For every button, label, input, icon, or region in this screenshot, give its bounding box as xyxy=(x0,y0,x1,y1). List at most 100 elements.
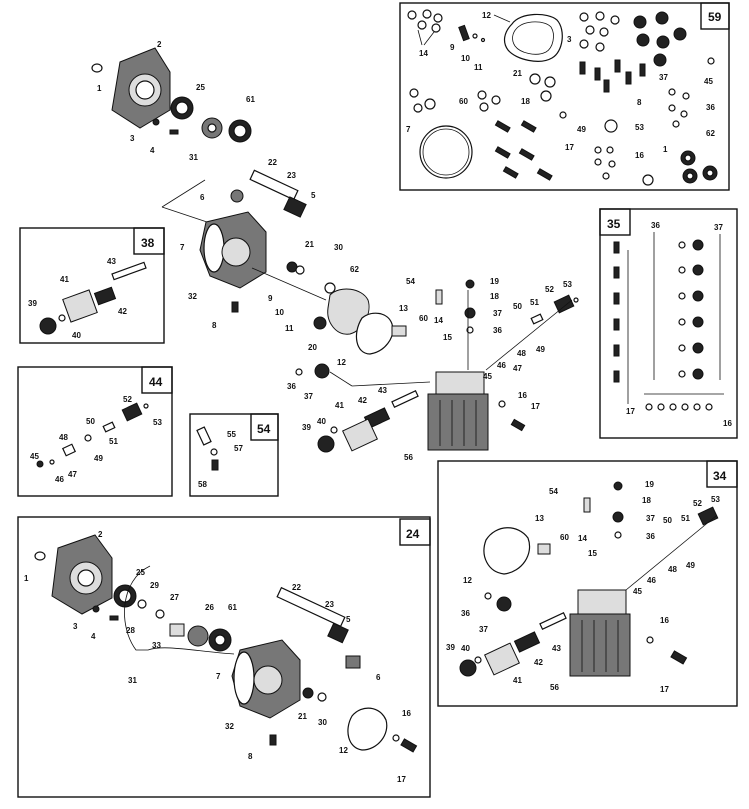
label-35-17: 17 xyxy=(626,407,635,416)
label-59-21: 21 xyxy=(513,69,522,78)
label-34-40: 40 xyxy=(461,644,470,653)
label-40: 40 xyxy=(317,417,326,426)
label-34-39: 39 xyxy=(446,643,455,652)
label-34-51: 51 xyxy=(681,514,690,523)
label-21: 21 xyxy=(305,240,314,249)
label-62: 62 xyxy=(350,265,359,274)
label-50: 50 xyxy=(513,302,522,311)
label-24-33: 33 xyxy=(152,641,161,650)
label-24-1: 1 xyxy=(24,574,29,583)
label-24-7: 7 xyxy=(216,672,221,681)
label-42: 42 xyxy=(358,396,367,405)
label-48: 48 xyxy=(517,349,526,358)
label-49: 49 xyxy=(536,345,545,354)
label-34-52: 52 xyxy=(693,499,702,508)
main-drive-assembly: 1 2 3 4 25 31 61 22 23 5 6 7 32 8 21 30 … xyxy=(91,40,431,401)
label-4: 4 xyxy=(150,146,155,155)
inset-kit-35: 35 36 37 17 16 xyxy=(599,208,738,439)
label-5: 5 xyxy=(311,191,316,200)
label-34-48: 48 xyxy=(668,565,677,574)
inset-tag-44: 44 xyxy=(149,375,163,389)
label-9: 9 xyxy=(268,294,273,303)
label-61: 61 xyxy=(246,95,255,104)
label-7: 7 xyxy=(180,243,185,252)
inset-kit-24: 24 1 2 25 29 27 28 3 4 33 26 61 31 22 23… xyxy=(17,516,431,798)
label-36b: 36 xyxy=(493,326,502,335)
label-13: 13 xyxy=(399,304,408,313)
label-34-43: 43 xyxy=(552,644,561,653)
inset-kit-54: 54 55 57 58 xyxy=(189,413,279,497)
inset-tag-38: 38 xyxy=(141,236,155,250)
label-16: 16 xyxy=(518,391,527,400)
label-24-16: 16 xyxy=(402,709,411,718)
label-34-37: 37 xyxy=(646,514,655,523)
label-34-19: 19 xyxy=(645,480,654,489)
label-59-1: 1 xyxy=(663,145,668,154)
label-36: 36 xyxy=(287,382,296,391)
label-34-14: 14 xyxy=(578,534,587,543)
label-6: 6 xyxy=(200,193,205,202)
label-59-45: 45 xyxy=(704,77,713,86)
label-38-39: 39 xyxy=(28,299,37,308)
label-59-60: 60 xyxy=(459,97,468,106)
label-44-50: 50 xyxy=(86,417,95,426)
label-37b: 37 xyxy=(493,309,502,318)
inset-tag-24: 24 xyxy=(406,527,420,541)
label-54-58: 58 xyxy=(198,480,207,489)
label-31: 31 xyxy=(189,153,198,162)
label-34-18: 18 xyxy=(642,496,651,505)
label-32: 32 xyxy=(188,292,197,301)
label-10: 10 xyxy=(275,308,284,317)
label-23: 23 xyxy=(287,171,296,180)
label-44-46: 46 xyxy=(55,475,64,484)
label-47: 47 xyxy=(513,364,522,373)
label-34-53: 53 xyxy=(711,495,720,504)
label-38-43: 43 xyxy=(107,257,116,266)
label-1: 1 xyxy=(97,84,102,93)
label-24-26: 26 xyxy=(205,603,214,612)
label-15: 15 xyxy=(443,333,452,342)
label-59-7: 7 xyxy=(406,125,411,134)
label-59-17: 17 xyxy=(565,143,574,152)
label-59-62: 62 xyxy=(706,129,715,138)
label-51: 51 xyxy=(530,298,539,307)
label-59-3: 3 xyxy=(567,35,572,44)
label-24-22: 22 xyxy=(292,583,301,592)
label-34-42: 42 xyxy=(534,658,543,667)
label-41: 41 xyxy=(335,401,344,410)
label-8: 8 xyxy=(212,321,217,330)
label-59-53: 53 xyxy=(635,123,644,132)
label-34-46: 46 xyxy=(647,576,656,585)
label-44-53: 53 xyxy=(153,418,162,427)
label-25: 25 xyxy=(196,83,205,92)
label-17: 17 xyxy=(531,402,540,411)
inset-tag-54: 54 xyxy=(257,422,271,436)
label-24-2: 2 xyxy=(98,530,103,539)
label-18: 18 xyxy=(490,292,499,301)
label-24-17: 17 xyxy=(397,775,406,784)
label-38-42: 42 xyxy=(118,307,127,316)
kit-35-rows xyxy=(613,239,704,383)
inset-tag-59: 59 xyxy=(708,10,722,24)
label-46: 46 xyxy=(497,361,506,370)
label-59-49: 49 xyxy=(577,125,586,134)
inset-kit-38: 38 43 42 41 40 39 xyxy=(19,227,165,344)
label-3: 3 xyxy=(130,134,135,143)
label-24-27: 27 xyxy=(170,593,179,602)
label-35-37: 37 xyxy=(714,223,723,232)
label-11: 11 xyxy=(285,324,294,333)
label-24-31: 31 xyxy=(128,676,137,685)
label-34-54: 54 xyxy=(549,487,558,496)
label-59-11: 11 xyxy=(474,63,483,72)
label-53: 53 xyxy=(563,280,572,289)
label-24-23: 23 xyxy=(325,600,334,609)
label-35-36: 36 xyxy=(651,221,660,230)
manifold-assembly: 56 54 19 18 37 36 60 14 15 52 53 50 51 4… xyxy=(302,277,579,462)
label-56: 56 xyxy=(404,453,413,462)
label-34-15: 15 xyxy=(588,549,597,558)
label-34-45: 45 xyxy=(633,587,642,596)
label-24-4: 4 xyxy=(91,632,96,641)
label-37: 37 xyxy=(304,392,313,401)
label-44-47: 47 xyxy=(68,470,77,479)
label-12: 12 xyxy=(337,358,346,367)
